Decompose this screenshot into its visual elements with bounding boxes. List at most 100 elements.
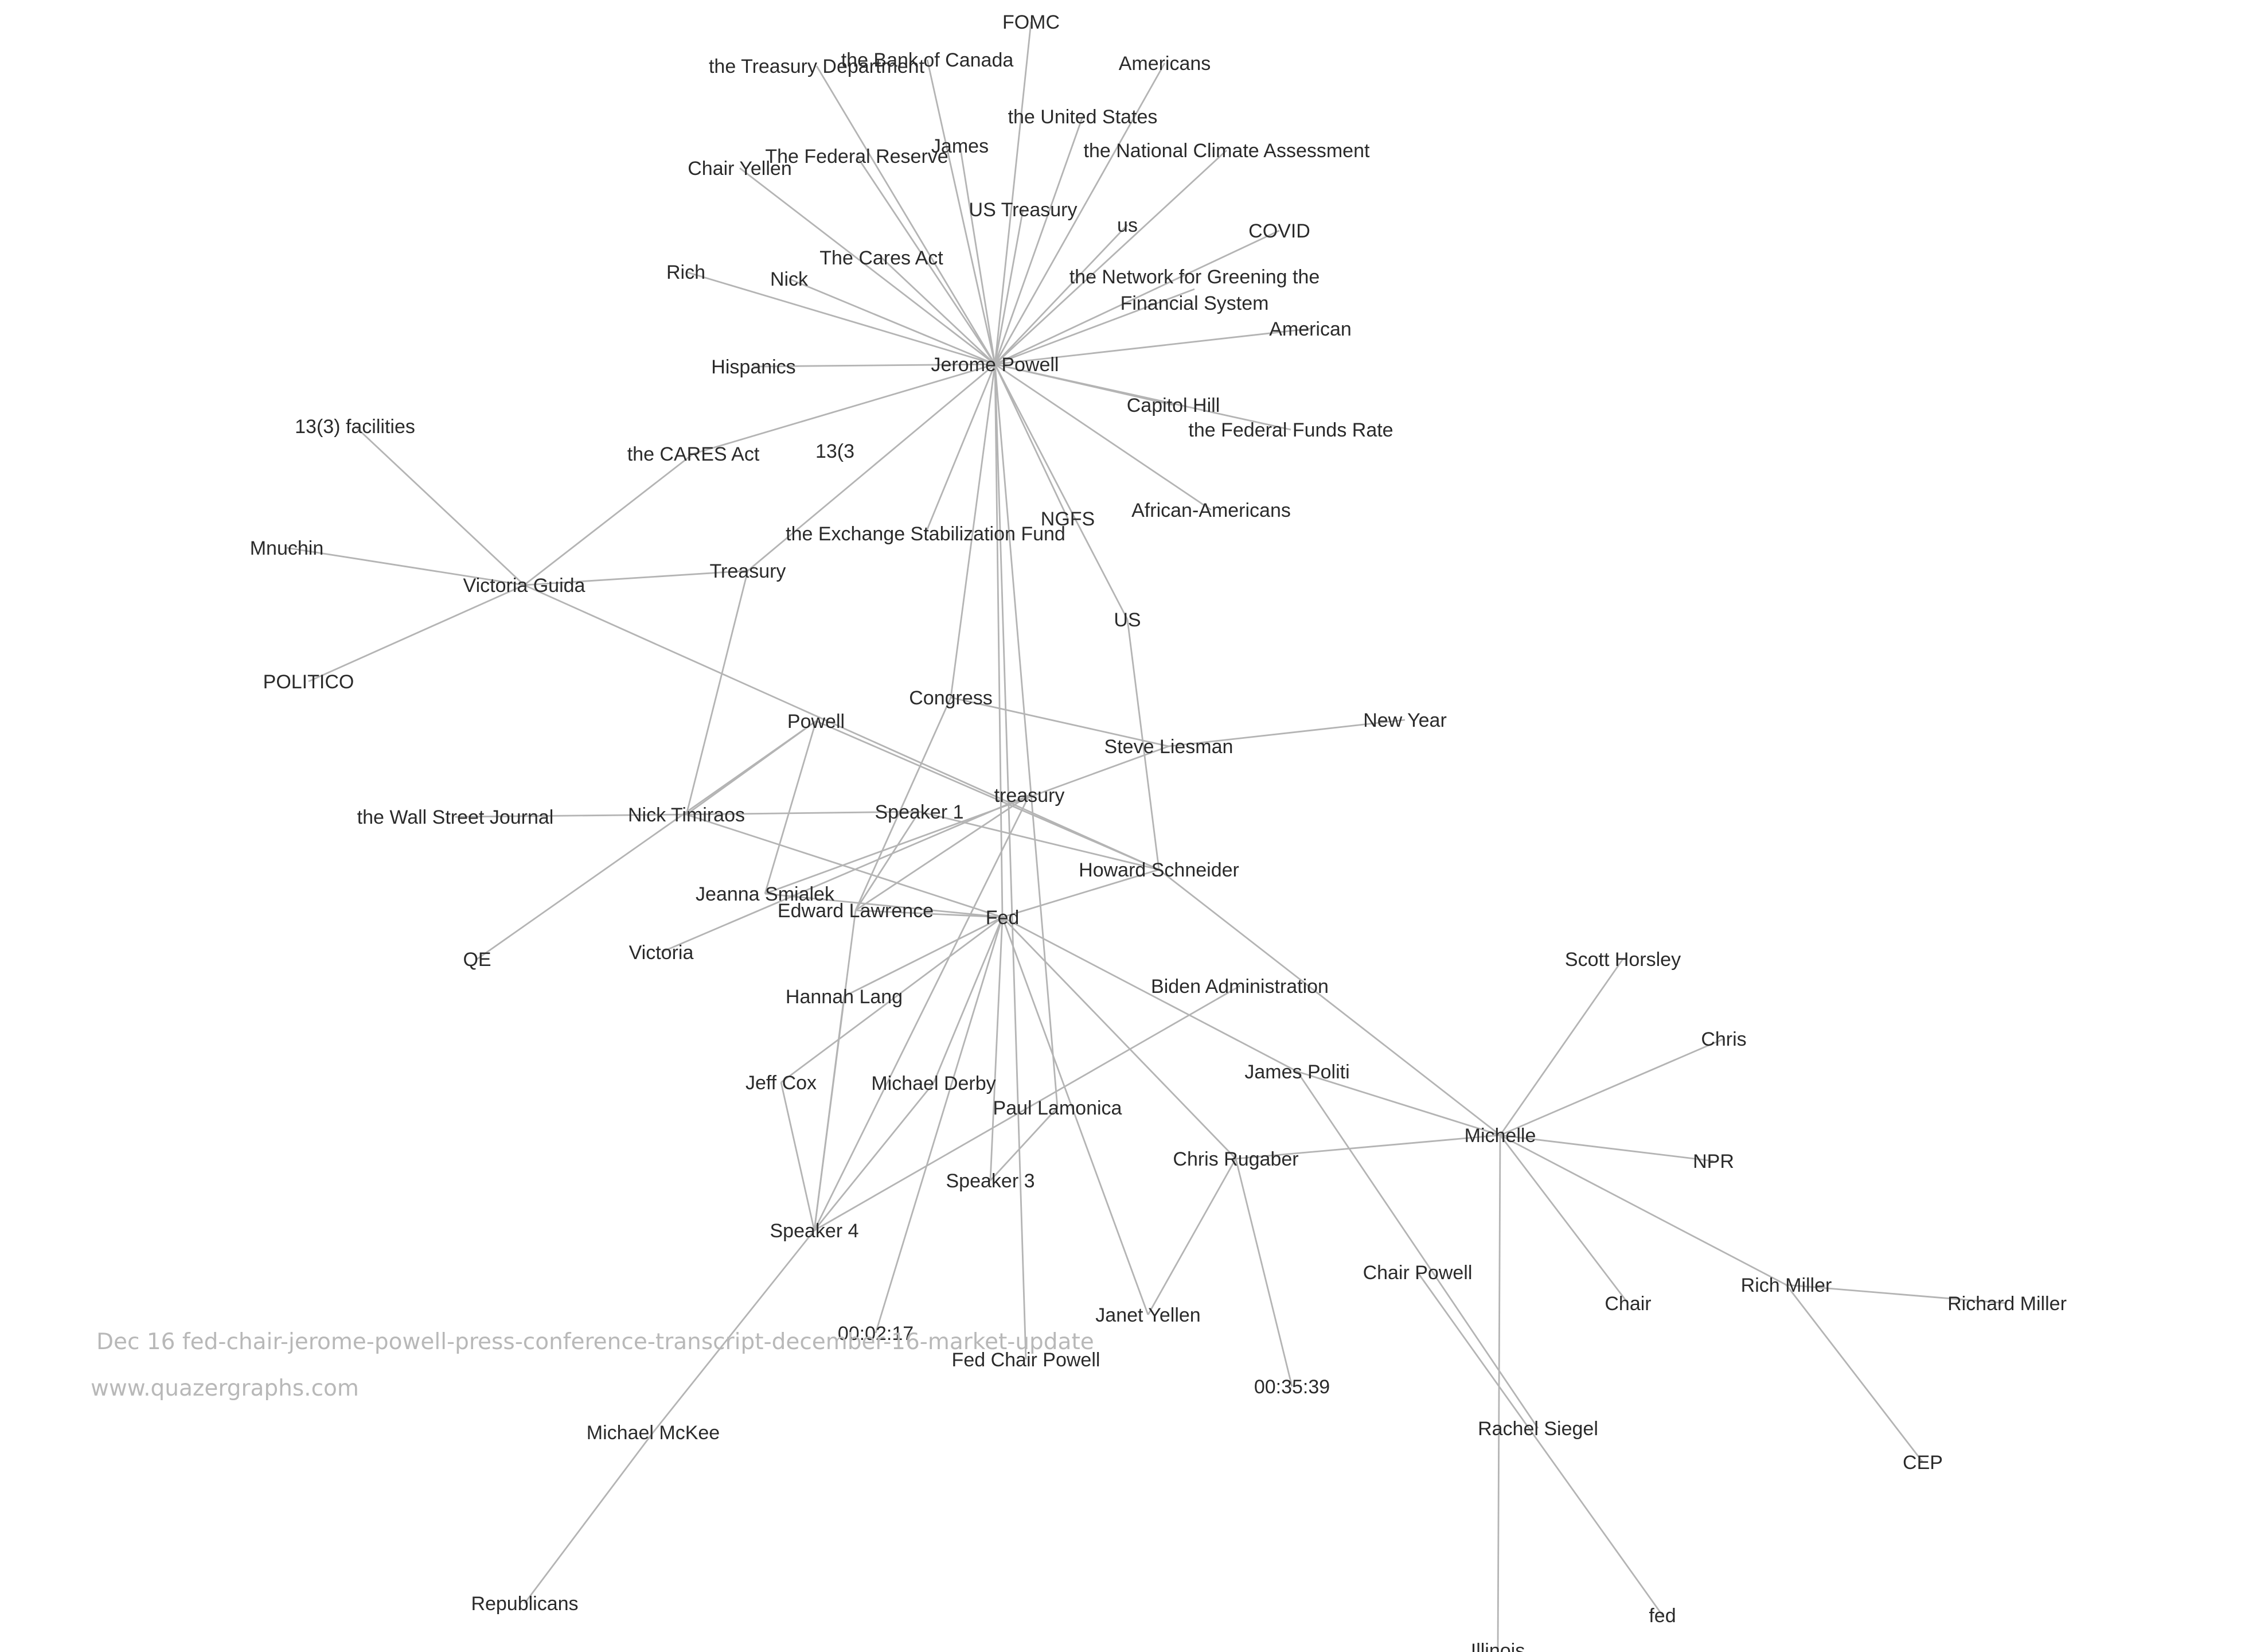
node-label-victoria: Victoria — [629, 942, 694, 964]
edge-guida-facilities — [354, 425, 525, 586]
node-label-fed: Fed — [986, 907, 1020, 929]
edge-politi-siegel — [1296, 1071, 1539, 1429]
edge-powell_j-FOMC — [994, 21, 1032, 365]
edge-powell_j-caresact — [693, 363, 996, 455]
node-label-guida: Victoria Guida — [463, 575, 585, 597]
node-label-timiraos: Nick Timiraos — [628, 804, 745, 826]
edge-powell_j-esf — [924, 364, 996, 534]
node-label-hispanics: Hispanics — [711, 356, 795, 378]
edge-fed-politi — [1002, 916, 1298, 1073]
edge-liesman-smialek — [764, 745, 1169, 895]
edge-michelle-npr — [1500, 1134, 1714, 1162]
edge-fed-derby — [932, 917, 1004, 1084]
edge-powell_j-nick — [788, 278, 996, 365]
node-label-lang: Hannah Lang — [786, 986, 903, 1008]
node-label-ngfs: NGFS — [1041, 508, 1095, 530]
node-label-wsj: the Wall Street Journal — [357, 806, 554, 828]
edge-fed-t0217 — [875, 917, 1004, 1334]
node-label-speaker4: Speaker 4 — [770, 1220, 859, 1242]
node-label-fedreserve: The Federal Reserve — [765, 146, 948, 167]
node-label-rugaber: Chris Rugaber — [1173, 1148, 1298, 1170]
node-label-chris: Chris — [1701, 1028, 1746, 1050]
edge-powell_j-africanam — [994, 363, 1212, 511]
node-label-yellen: Janet Yellen — [1095, 1304, 1200, 1326]
edge-biden-speaker4 — [814, 985, 1240, 1232]
edge-fed-lawrence — [855, 909, 1003, 918]
node-label-treasury_low: treasury — [994, 785, 1065, 806]
edge-powell_j-nca — [994, 149, 1227, 365]
node-label-t3539: 00:35:39 — [1254, 1376, 1330, 1398]
node-label-illinois: Illinois — [1471, 1640, 1525, 1652]
node-label-chairpowell: Chair Powell — [1363, 1262, 1473, 1284]
node-label-americans: Americans — [1119, 53, 1211, 75]
node-label-nick: Nick — [770, 268, 809, 290]
node-label-politico: POLITICO — [263, 671, 354, 693]
edge-powell_j-lamonica — [994, 364, 1059, 1108]
edge-michelle-chair — [1499, 1135, 1629, 1304]
node-label-chairyellen: Chair Yellen — [688, 158, 791, 180]
node-label-capitolhill: Capitol Hill — [1127, 395, 1220, 416]
node-label-npr: NPR — [1693, 1151, 1734, 1172]
edge-guida-schneider — [524, 584, 1160, 871]
edge-rmiller-richardmiller — [1786, 1284, 2008, 1304]
edge-powell_j-us_lower — [994, 224, 1129, 365]
edge-guida-politico — [308, 584, 525, 683]
edge-speaker1-schneider — [919, 811, 1160, 871]
graph-source-title: Dec 16 fed-chair-jerome-powell-press-con… — [96, 1329, 1094, 1355]
edge-powell_j-treasury_cap — [747, 363, 996, 572]
node-label-smialek: Jeanna Smialek — [696, 883, 835, 905]
edge-rugaber-t3539 — [1235, 1158, 1293, 1387]
edge-speaker4-mckee — [652, 1230, 815, 1433]
edge-speaker3-lamonica — [989, 1107, 1059, 1181]
edge-michelle-rmiller — [1500, 1134, 1787, 1286]
node-label-powell: Powell — [787, 711, 845, 733]
node-label-facilities: 13(3) facilities — [295, 416, 415, 438]
node-label-speaker1: Speaker 1 — [875, 801, 964, 823]
edge-powell-smialek — [764, 720, 817, 894]
node-label-us_lower: us — [1117, 215, 1138, 236]
node-label-horsley: Scott Horsley — [1565, 949, 1681, 971]
node-label-michelle: Michelle — [1465, 1125, 1536, 1147]
edge-powell_j-ngfs_full — [994, 288, 1195, 365]
node-label-biden: Biden Administration — [1151, 976, 1329, 998]
edge-guida-caresact — [524, 453, 694, 586]
node-label-FOMC: FOMC — [1002, 11, 1060, 33]
edge-powell_j-fedchair — [994, 364, 1027, 1360]
node-label-ustreasury: US Treasury — [969, 199, 1078, 221]
graph-edges — [286, 21, 2008, 1651]
node-label-cox: Jeff Cox — [745, 1072, 817, 1094]
edge-powell_j-unitedstates — [994, 116, 1084, 365]
node-label-congress: Congress — [909, 687, 993, 709]
node-label-t0217: 00:02:17 — [838, 1323, 914, 1345]
node-label-fedchair: Fed Chair Powell — [952, 1349, 1100, 1371]
edge-powell_j-fedreserve — [856, 155, 996, 365]
node-label-lamonica: Paul Lamonica — [993, 1097, 1122, 1119]
node-label-nca: the National Climate Assessment — [1084, 140, 1370, 162]
edge-politi-michelle — [1297, 1070, 1501, 1136]
node-label-american: American — [1269, 318, 1352, 340]
edge-rmiller-cep — [1785, 1284, 1924, 1463]
edge-rugaber-yellen — [1147, 1158, 1237, 1315]
edge-cox-speaker4 — [780, 1082, 815, 1231]
edge-powell_j-ustreasury — [994, 209, 1024, 365]
edge-fed-rugaber — [1001, 917, 1237, 1159]
edge-powell_j-chairyellen — [739, 167, 996, 365]
node-label-derby: Michael Derby — [871, 1073, 996, 1094]
node-label-fedfunds: the Federal Funds Rate — [1188, 419, 1393, 441]
edge-chairpowell-fed_low — [1416, 1272, 1664, 1616]
edge-powell_j-fedfunds — [994, 363, 1291, 431]
edge-schneider-fed — [1002, 868, 1160, 918]
node-label-mckee: Michael McKee — [587, 1422, 720, 1444]
node-label-mnuchin: Mnuchin — [250, 537, 324, 559]
node-label-cep: CEP — [1903, 1452, 1943, 1474]
node-label-richardmiller: Richard Miller — [1947, 1293, 2067, 1315]
edge-us_upper-schneider — [1126, 619, 1160, 870]
node-label-caresact: the CARES Act — [627, 443, 760, 465]
edge-powell_j-americans — [994, 63, 1166, 365]
node-label-rich: Rich — [666, 262, 705, 283]
edge-lang-speaker4 — [813, 996, 845, 1231]
node-label-us_upper: US — [1114, 609, 1141, 631]
node-label-esf: the Exchange Stabilization Fund — [786, 523, 1065, 545]
